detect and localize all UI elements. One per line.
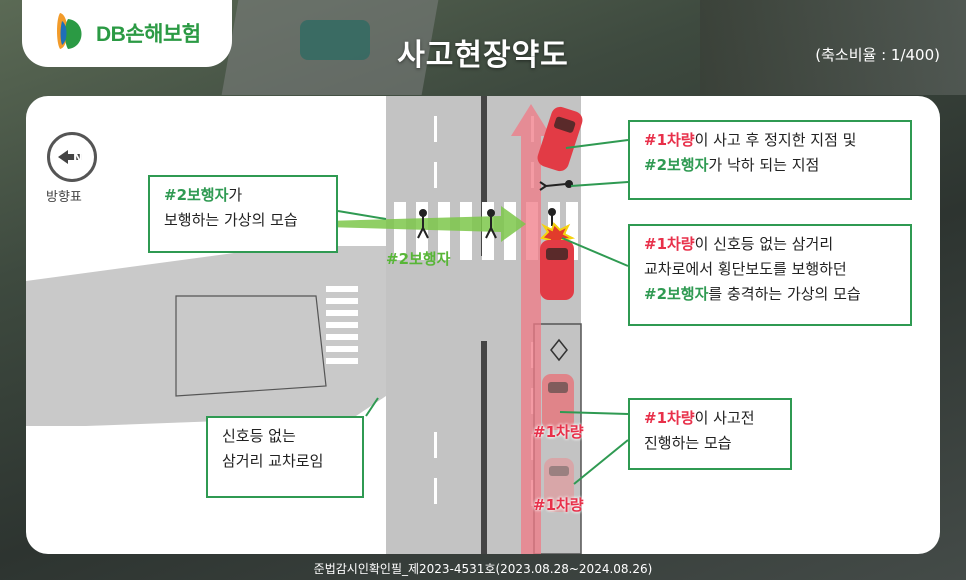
callout-highlight: #2보행자 (644, 285, 709, 303)
callout-text: 가 (228, 186, 243, 204)
pedestrian-tag: #2보행자 (386, 250, 451, 268)
page-title: 사고현장약도 (397, 38, 569, 73)
background-photo (700, 0, 966, 95)
callout-leaders (337, 139, 629, 485)
db-logo-icon (57, 13, 82, 49)
callout-text: 이 신호등 없는 삼거리 (694, 235, 834, 253)
vehicle-path-arrow (511, 104, 551, 554)
callout-car1-stop: #1차량이 사고 후 정지한 지점 및 #2보행자가 낙하 되는 지점 (628, 120, 912, 200)
pedestrian-figure (417, 209, 429, 239)
scale-ratio: (축소비율 : 1/400) (815, 46, 940, 64)
pedestrian-figure (485, 209, 497, 239)
side-road (26, 246, 386, 426)
callout-car1-impact: #1차량이 신호등 없는 삼거리 교차로에서 횡단보도를 보행하던 #2보행자를… (628, 224, 912, 326)
callout-text: 이 사고전 (694, 409, 755, 427)
center-line (481, 96, 487, 256)
callout-highlight: #2보행자 (164, 186, 229, 204)
callout-text: 가 낙하 되는 지점 (708, 156, 820, 174)
side-crosswalk (326, 286, 358, 364)
center-line (481, 341, 487, 554)
callout-text: 교차로에서 횡단보도를 보행하던 (644, 260, 847, 278)
callout-highlight: #1차량 (644, 235, 695, 253)
compliance-notice: 준법감시인확인필_제2023-4531호(2023.08.28~2024.08.… (313, 562, 653, 576)
callout-text: 이 사고 후 정지한 지점 및 (694, 131, 857, 149)
car-before-1 (542, 374, 574, 430)
background-photo (300, 20, 370, 60)
pedestrian-path-arrow (326, 206, 526, 242)
callout-text: 신호등 없는 (222, 427, 296, 445)
callout-intersection: 신호등 없는 삼거리 교차로임 (206, 416, 364, 498)
brand-logo: DB손해보험 (22, 0, 232, 67)
svg-text:N: N (73, 151, 83, 165)
callout-highlight: #1차량 (644, 131, 695, 149)
side-road-median (175, 295, 327, 397)
north-arrow-icon: N (47, 132, 97, 182)
accident-map (26, 96, 629, 554)
accident-diagram-panel: N 방향표 #2보행자가 보행하는 가상의 모습 #1차량이 사고 후 정지한 … (26, 96, 940, 554)
car-impact (540, 240, 574, 300)
car-before-2 (544, 458, 574, 512)
callout-text: 삼거리 교차로임 (222, 452, 324, 470)
car-stopped (537, 106, 583, 172)
callout-text: 진행하는 모습 (644, 434, 732, 452)
car-tag: #1차량 (533, 423, 584, 441)
callout-text: 를 충격하는 가상의 모습 (708, 285, 861, 303)
callout-text: 보행하는 가상의 모습 (164, 211, 298, 229)
brand-name: DB손해보험 (96, 23, 201, 46)
callout-car1-before: #1차량이 사고전 진행하는 모습 (628, 398, 792, 470)
car-tag: #1차량 (533, 496, 584, 514)
callout-highlight: #2보행자 (644, 156, 709, 174)
compass-label: 방향표 (46, 190, 82, 205)
fallen-pedestrian-figure (539, 180, 573, 191)
diamond-marking (550, 338, 568, 362)
callout-pedestrian-walking: #2보행자가 보행하는 가상의 모습 (148, 175, 338, 253)
pedestrian-figure (548, 208, 556, 226)
callout-highlight: #1차량 (644, 409, 695, 427)
